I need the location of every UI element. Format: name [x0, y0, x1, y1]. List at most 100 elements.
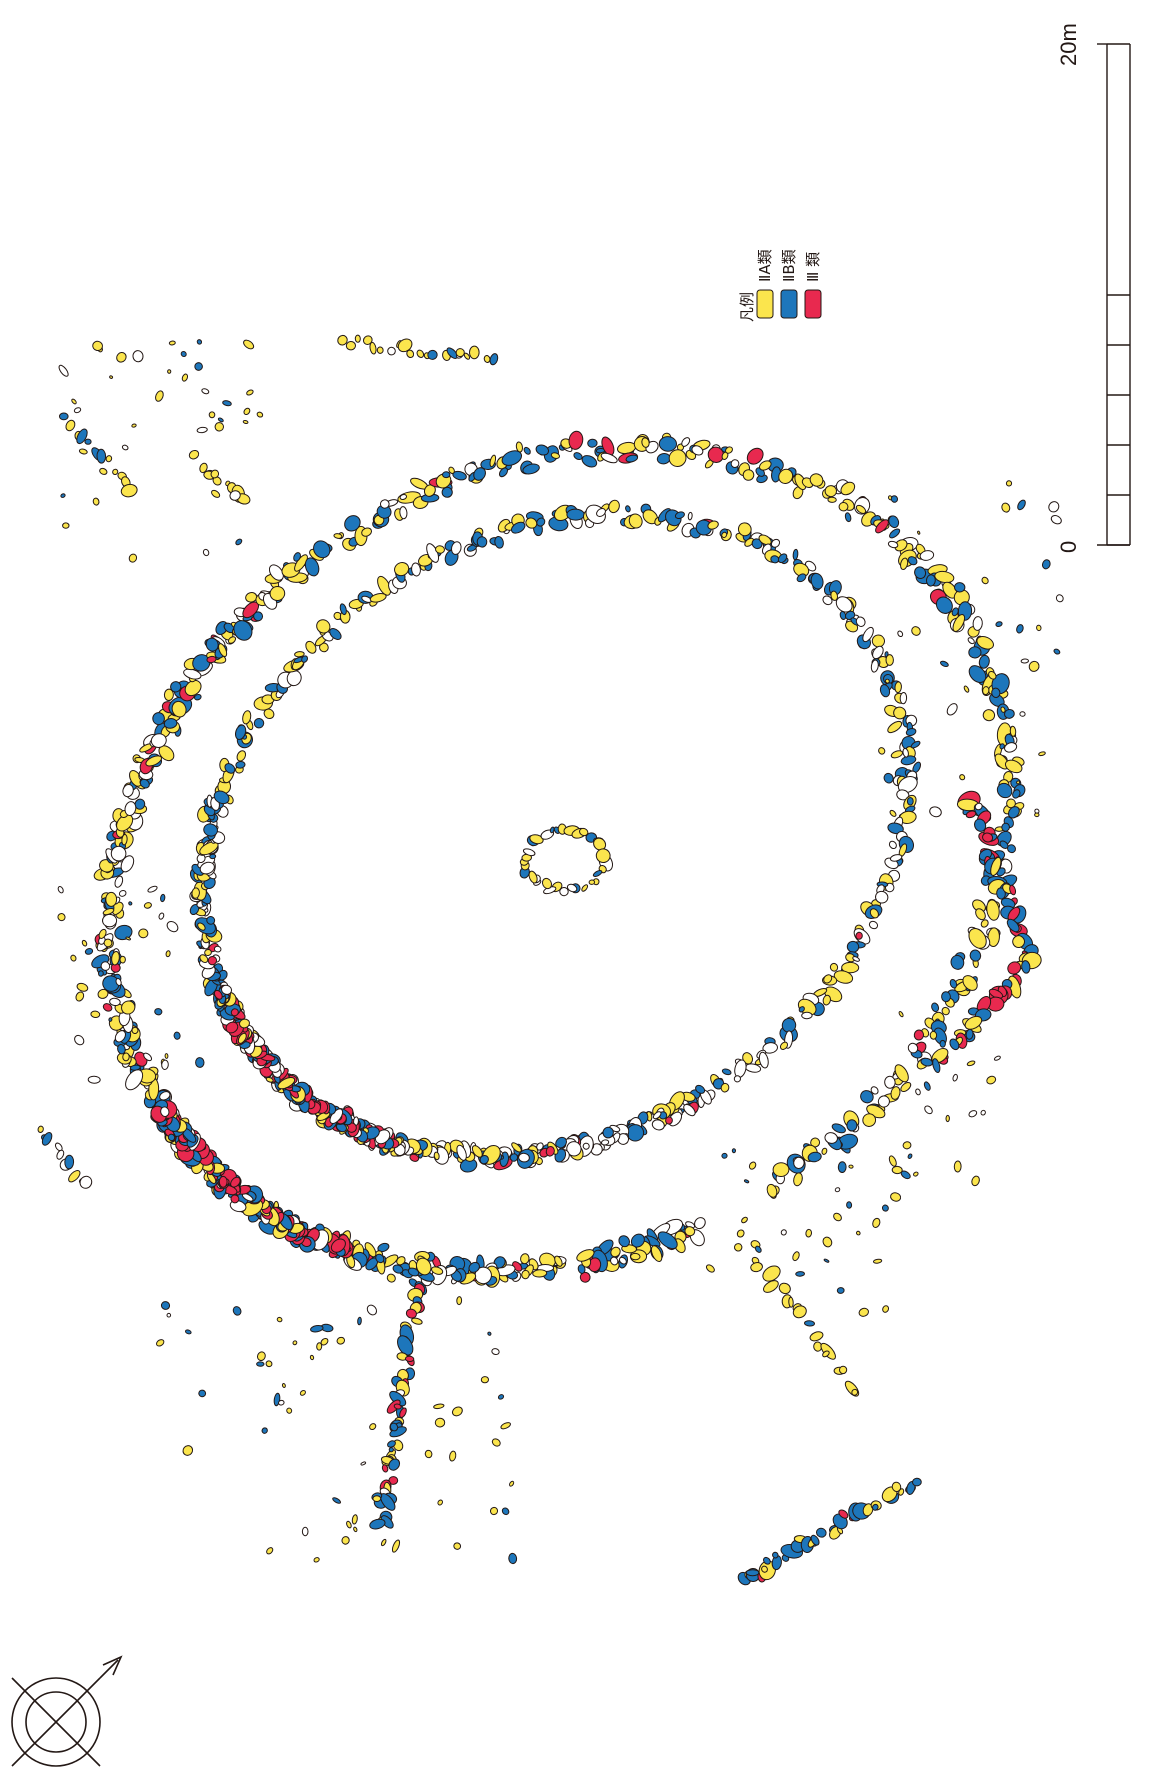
stone [1005, 480, 1013, 487]
stone [889, 854, 903, 862]
stone [974, 802, 983, 811]
legend-title: 凡例 [738, 292, 756, 322]
stone [57, 886, 64, 894]
stone [821, 1147, 828, 1155]
stone [167, 1133, 176, 1142]
stone [976, 636, 994, 650]
stone [763, 1280, 779, 1293]
stone [103, 938, 113, 948]
stone [852, 956, 860, 962]
stone [872, 645, 884, 660]
stone [792, 1251, 800, 1262]
stone [897, 776, 918, 794]
stone [907, 1042, 919, 1054]
stone [100, 961, 111, 971]
stone [210, 469, 220, 479]
stone [518, 1152, 530, 1163]
stone [313, 1557, 320, 1563]
legend-label-iia: ⅡA類 [756, 249, 774, 282]
stone [939, 660, 949, 668]
stone [887, 540, 899, 549]
stone [990, 856, 1002, 876]
stone [592, 870, 603, 877]
stone [844, 512, 852, 523]
stone [652, 1111, 662, 1120]
stone [870, 1086, 879, 1095]
stone [907, 1153, 913, 1159]
stone [170, 681, 182, 693]
stone [872, 1217, 881, 1228]
stone [815, 1527, 827, 1538]
stone [736, 1229, 745, 1238]
stone [801, 1011, 813, 1020]
stone [213, 790, 230, 805]
stone [1034, 812, 1040, 818]
stone [128, 553, 138, 563]
stone [902, 747, 909, 758]
stone [779, 1041, 789, 1050]
stone [64, 1154, 75, 1170]
stone [846, 1119, 858, 1132]
stone [399, 506, 408, 520]
stone [796, 573, 807, 583]
stone [946, 703, 958, 716]
stone [894, 539, 908, 552]
stone [887, 720, 903, 734]
stone [917, 530, 921, 535]
stone [204, 948, 212, 957]
legend: 凡例 ⅡA類 ⅡB類 Ⅲ 類 [738, 249, 822, 322]
stone [468, 345, 480, 360]
stone [65, 419, 76, 432]
stone [90, 1010, 101, 1019]
stone [131, 423, 137, 428]
stone [1016, 624, 1024, 634]
stone [235, 760, 246, 769]
stone [229, 490, 241, 501]
stone [208, 411, 216, 419]
stone [256, 1361, 265, 1367]
stone [982, 832, 994, 843]
stone [185, 1329, 192, 1335]
stone [707, 446, 725, 463]
stone [81, 939, 88, 947]
stone [945, 1114, 950, 1123]
stone [691, 445, 704, 456]
stone [929, 806, 942, 818]
stone [987, 927, 1000, 947]
legend-swatch-iia [756, 289, 774, 319]
stone [581, 455, 598, 468]
stone [758, 534, 772, 546]
stone [980, 1109, 986, 1116]
stone [894, 1064, 909, 1083]
stone [730, 459, 740, 468]
stone [793, 1172, 803, 1187]
stone [777, 553, 788, 564]
stone [925, 574, 936, 587]
stone [198, 1389, 207, 1398]
stone [733, 1243, 743, 1252]
stone [674, 511, 685, 520]
stone [500, 1422, 511, 1430]
stone [968, 928, 987, 949]
stone [406, 349, 415, 359]
stone [830, 590, 839, 601]
stone [923, 1081, 931, 1091]
stone [981, 576, 989, 585]
stone [858, 1307, 870, 1317]
stone [139, 778, 150, 789]
stone [884, 651, 889, 657]
stone [448, 466, 455, 474]
stone [237, 1032, 247, 1044]
stone [145, 755, 162, 767]
stone [143, 902, 152, 909]
stone [206, 916, 216, 925]
stone [229, 1200, 247, 1213]
stone [625, 454, 639, 463]
stone [919, 550, 935, 561]
stone [122, 783, 134, 798]
stone [115, 978, 122, 986]
stone [397, 1335, 414, 1356]
stone [969, 949, 982, 962]
stone [902, 1141, 912, 1150]
stone [838, 501, 849, 512]
